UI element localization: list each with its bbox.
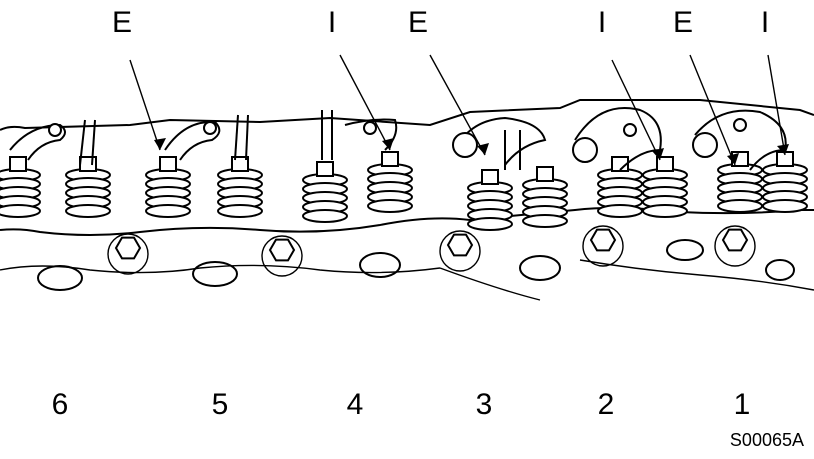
valve-label-intake: I — [327, 6, 337, 39]
valve-spring — [302, 161, 348, 223]
valve-label-exhaust: E — [672, 6, 694, 39]
valve-spring — [522, 166, 568, 228]
valve-spring — [762, 151, 808, 213]
head-bolt — [261, 235, 303, 277]
valve-label-exhaust: E — [111, 6, 133, 39]
cylinder-number: 6 — [51, 388, 69, 421]
valve-spring — [467, 169, 513, 231]
head-bolt — [582, 225, 624, 267]
valve-spring — [717, 151, 763, 213]
head-bolt — [714, 225, 756, 267]
cylinder-number: 5 — [211, 388, 229, 421]
cylinder-number: 2 — [597, 388, 615, 421]
valve-spring — [65, 156, 111, 218]
figure-code: S00065A — [729, 430, 804, 450]
valve-spring — [217, 156, 263, 218]
valve-spring — [145, 156, 191, 218]
valve-label-exhaust: E — [407, 6, 429, 39]
valve-label-intake: I — [760, 6, 770, 39]
valve-spring — [0, 156, 41, 218]
cylinder-number: 1 — [733, 388, 751, 421]
valve-spring — [597, 156, 643, 218]
cylinder-number: 3 — [475, 388, 493, 421]
valve-spring — [367, 151, 413, 213]
valve-spring — [642, 156, 688, 218]
valve-label-intake: I — [597, 6, 607, 39]
head-bolt — [439, 230, 481, 272]
cylinder-number: 4 — [346, 388, 364, 421]
head-bolt — [107, 233, 149, 275]
